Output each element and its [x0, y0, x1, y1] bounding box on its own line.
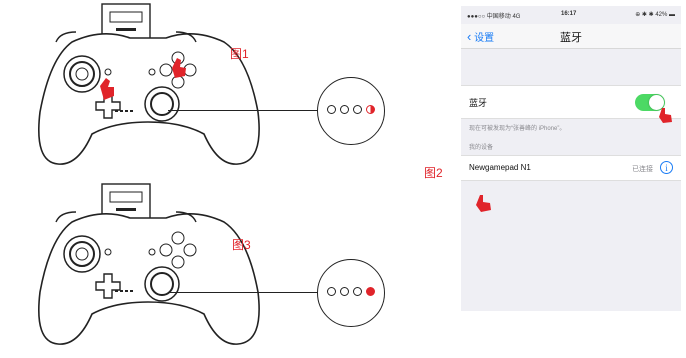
led-2 [340, 105, 349, 114]
leader-line-1 [168, 110, 318, 111]
hand-pointer-icon [476, 195, 491, 212]
hand-pointer-icon [659, 108, 672, 123]
info-button[interactable]: i [660, 161, 673, 174]
ios-bluetooth-screen: ●●●○○ 中国移动 4G 16:17 ⊕ ✱ ✱ 42% ▬ ‹ 设置 蓝牙 … [461, 6, 681, 311]
led-4-solid [366, 287, 375, 296]
gamepad-figure-1 [20, 2, 282, 170]
led-1 [327, 105, 336, 114]
gamepad-1-drawing [38, 3, 260, 165]
status-time: 16:17 [561, 11, 577, 17]
device-name: Newgamepad N1 [469, 163, 531, 172]
toggle-knob [649, 95, 664, 110]
device-row[interactable]: Newgamepad N1 已连接 i [461, 155, 681, 181]
led-indicator-panel-1 [317, 77, 385, 145]
status-bar: ●●●○○ 中国移动 4G 16:17 ⊕ ✱ ✱ 42% ▬ [461, 6, 681, 24]
device-status: 已连接 [632, 166, 653, 173]
chevron-left-icon: ‹ [467, 29, 472, 44]
back-label: 设置 [474, 33, 495, 44]
hand-pointer-icon [172, 58, 186, 78]
bluetooth-row: 蓝牙 [461, 85, 681, 123]
figure-3-label: 图3 [232, 238, 251, 252]
gamepad-3-drawing [38, 183, 260, 345]
my-devices-header: 我的设备 [469, 145, 494, 151]
led-4-blinking [366, 105, 375, 114]
led-3 [353, 287, 362, 296]
discoverable-text: 现在可被发现为“张善峰的 iPhone”。 [469, 126, 566, 132]
bluetooth-toggle[interactable] [635, 94, 665, 111]
led-indicator-panel-3 [317, 259, 385, 327]
page-title: 蓝牙 [560, 32, 582, 44]
carrier-signal: ●●●○○ 中国移动 4G [467, 14, 521, 20]
hand-pointer-icon [100, 78, 114, 100]
bluetooth-label: 蓝牙 [469, 98, 488, 108]
led-2 [340, 287, 349, 296]
gamepad-figure-3 [20, 182, 282, 350]
leader-line-3 [168, 292, 318, 293]
led-3 [353, 105, 362, 114]
led-1 [327, 287, 336, 296]
navigation-bar: ‹ 设置 蓝牙 [461, 24, 681, 49]
figure-2-label: 图2 [424, 166, 443, 180]
back-button[interactable]: ‹ 设置 [467, 29, 494, 44]
status-icons: ⊕ ✱ ✱ 42% ▬ [635, 12, 675, 18]
figure-1-label: 图1 [230, 47, 249, 61]
